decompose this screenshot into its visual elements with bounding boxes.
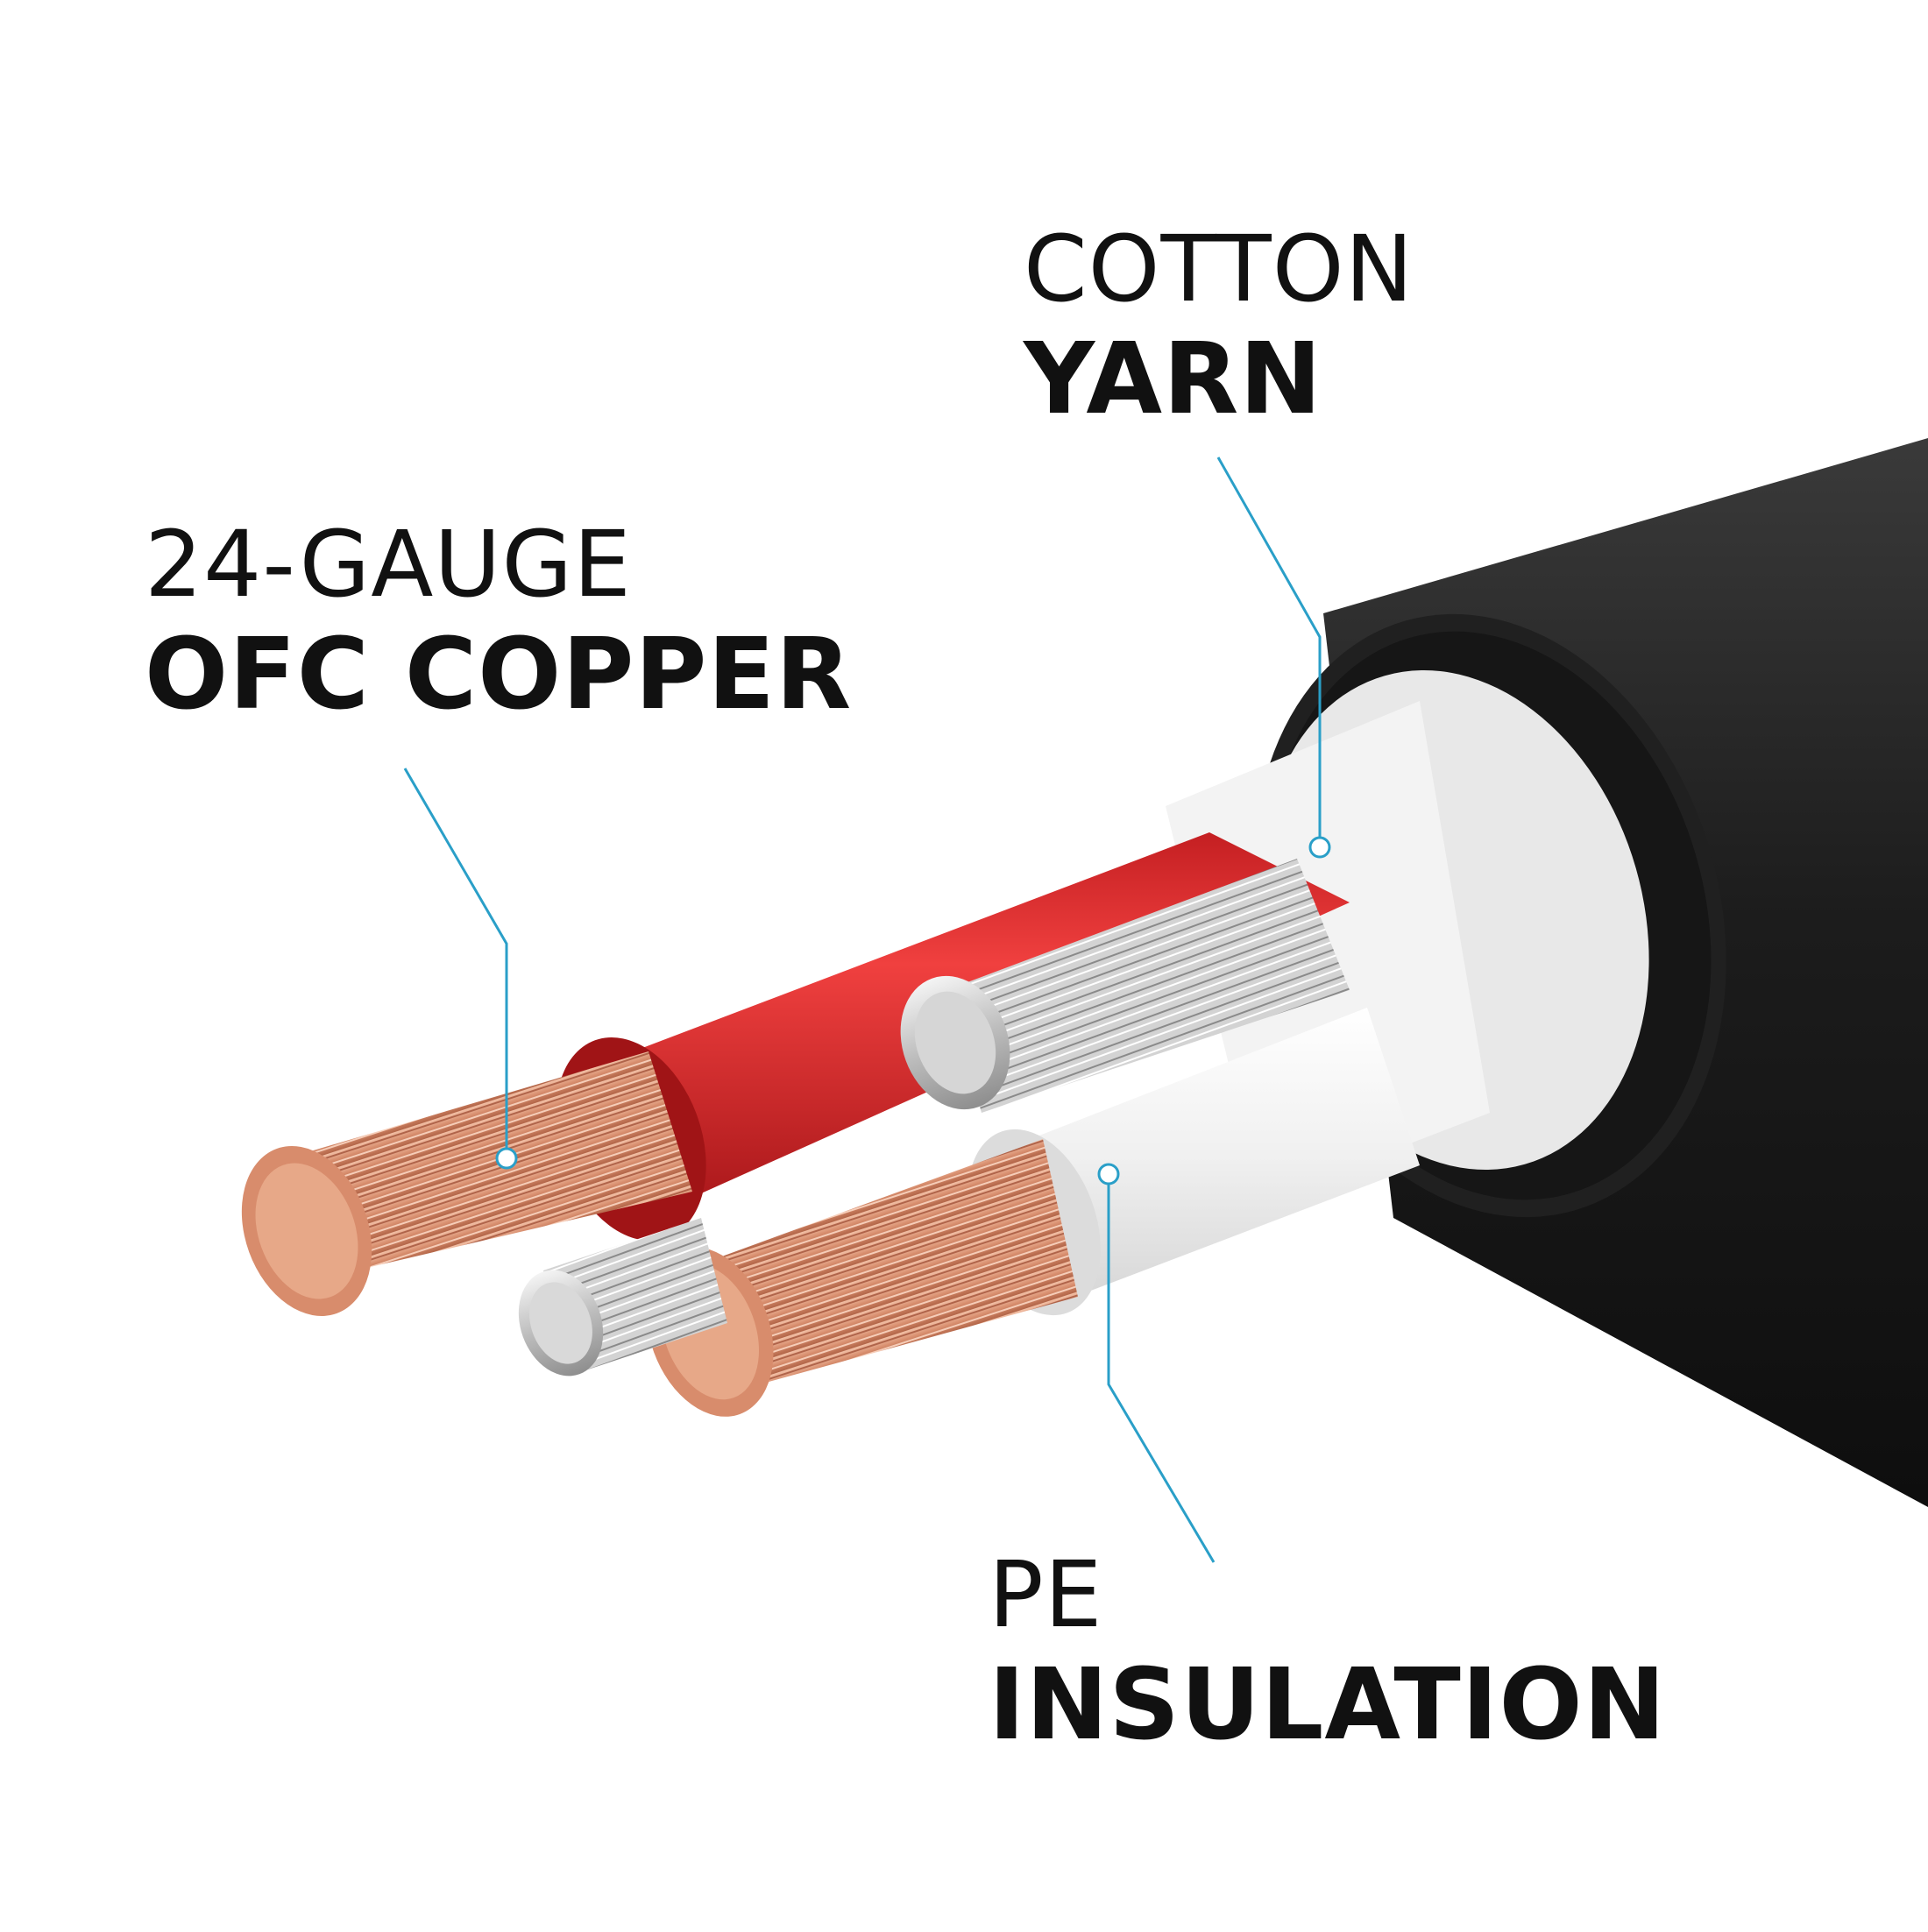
label-pe-insulation: PE INSULATION bbox=[989, 1549, 1666, 1754]
callout-pe bbox=[1097, 1163, 1216, 1563]
label-yarn-line2: YARN bbox=[1024, 322, 1323, 436]
silver-conductor-upper bbox=[900, 859, 1350, 1113]
white-pe-conductor bbox=[646, 1008, 1420, 1417]
callout-copper bbox=[403, 768, 518, 1170]
label-ofc-copper: 24-GAUGE OFC COPPER bbox=[145, 519, 852, 724]
silver-conductor-lower bbox=[518, 1218, 727, 1376]
label-cotton-yarn: COTTON YARN bbox=[1024, 223, 1414, 428]
label-pe-line1: PE bbox=[989, 1541, 1103, 1648]
callout-yarn bbox=[1216, 456, 1331, 859]
label-yarn-line1: COTTON bbox=[1024, 216, 1414, 322]
label-copper-line1: 24-GAUGE bbox=[145, 511, 632, 618]
label-pe-line2: INSULATION bbox=[989, 1648, 1667, 1762]
label-copper-line2: OFC COPPER bbox=[145, 618, 853, 732]
